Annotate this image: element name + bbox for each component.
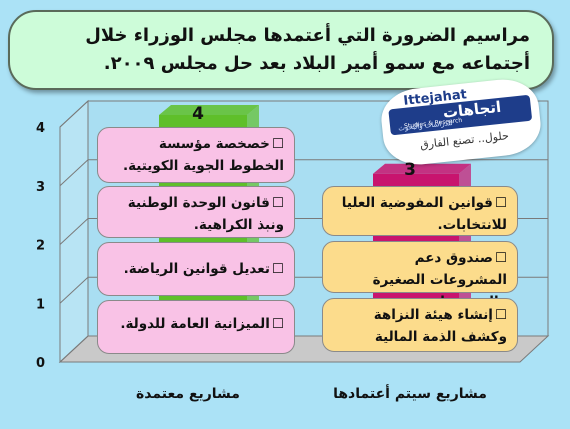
gridline-diagonal (59, 100, 89, 128)
gridline-diagonal (59, 159, 89, 187)
pending-item-card: ☐إنشاء هيئة النزاهة وكشف الذمة المالية (322, 298, 518, 352)
chart-title: مراسيم الضرورة التي أعتمدها مجلس الوزراء… (8, 10, 554, 90)
checkbox-icon: ☐ (494, 307, 507, 323)
pending-item-card: ☐قوانين المفوضية العليا للانتخابات. (322, 186, 518, 236)
approved-item-card: ☐خصخصة مؤسسة الخطوط الجوية الكويتية. (97, 127, 295, 183)
gridline-diagonal (59, 335, 89, 363)
approved-item-text: خصخصة مؤسسة الخطوط الجوية الكويتية. (122, 136, 284, 174)
checkbox-icon: ☐ (494, 195, 507, 211)
pending-item-text: إنشاء هيئة النزاهة وكشف الذمة المالية (373, 307, 507, 345)
approved-item-text: الميزانية العامة للدولة. (120, 316, 270, 332)
logo-slogan: حلول.. تصنع الفارق (419, 129, 510, 152)
checkbox-icon: ☐ (271, 261, 284, 277)
pending-item-card: ☐صندوق دعم المشروعات الصغيرة والمتوسطة. (322, 241, 518, 310)
y-tick-label: 3 (36, 180, 45, 195)
gridline-diagonal (59, 218, 89, 245)
y-tick-label: 0 (36, 356, 45, 371)
y-tick-label: 2 (36, 239, 45, 254)
approved-item-card: ☐تعديل قوانين الرياضة. (97, 242, 295, 296)
approved-item-text: تعديل قوانين الرياضة. (123, 261, 270, 277)
x-category-label: مشاريع معتمدة (136, 386, 240, 402)
checkbox-icon: ☐ (271, 136, 284, 152)
bar-value-label: 3 (404, 160, 416, 180)
y-tick-label: 1 (36, 297, 45, 312)
gridline-diagonal (59, 276, 89, 304)
bar-top (159, 105, 259, 115)
checkbox-icon: ☐ (271, 316, 284, 332)
y-tick-label: 4 (36, 121, 45, 136)
bar-value-label: 4 (192, 104, 204, 124)
pending-item-text: قوانين المفوضية العليا للانتخابات. (341, 195, 507, 233)
x-category-label: مشاريع سيتم أعتمادها (333, 386, 487, 402)
checkbox-icon: ☐ (494, 250, 507, 266)
bar-top (373, 163, 471, 174)
checkbox-icon: ☐ (271, 195, 284, 211)
approved-item-text: قانون الوحدة الوطنية ونبذ الكراهية. (127, 195, 284, 233)
approved-item-card: ☐الميزانية العامة للدولة. (97, 300, 295, 354)
approved-item-card: ☐قانون الوحدة الوطنية ونبذ الكراهية. (97, 186, 295, 238)
